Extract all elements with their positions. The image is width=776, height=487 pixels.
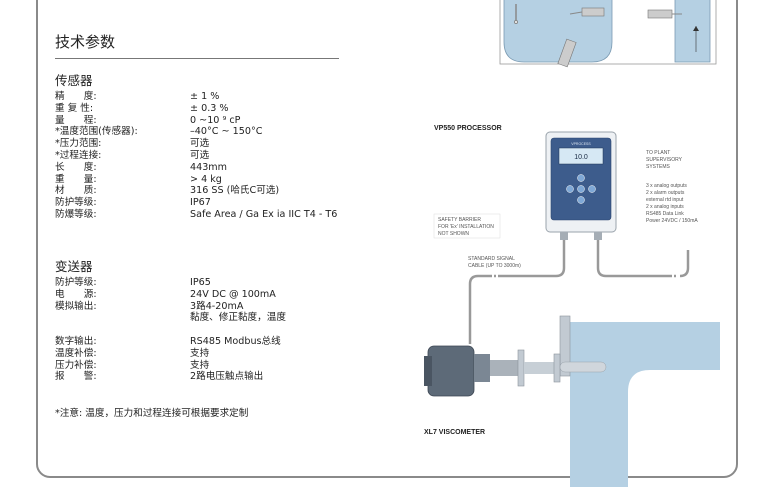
- lcd-screen: [558, 147, 604, 165]
- spec-row: *过程连接: 可选: [55, 150, 337, 162]
- viscometer-label: XL7 VISCOMETER: [424, 429, 485, 436]
- system-diagram: VP550 PROCESSOR VPROCESS 10.0 SAFETY BAR…: [424, 0, 720, 487]
- spec-row: 温度补偿: 支持: [55, 348, 286, 360]
- spec-value: ± 1 %: [190, 91, 220, 102]
- display-value: 10.0: [574, 154, 588, 161]
- spec-value: 2路电压触点输出: [190, 371, 264, 383]
- spec-row: 防护等级: IP65: [55, 277, 286, 289]
- transmitter-spec-list: 防护等级: IP65 电 源: 24V DC @ 100mA 模拟输出: 3路4-20mA…: [55, 277, 286, 383]
- spec-value: IP65: [190, 277, 211, 288]
- title-divider: [55, 58, 339, 59]
- spec-row: 压力补偿: 支持: [55, 360, 286, 372]
- spec-label: *压力范围:: [55, 138, 102, 150]
- spec-label: 精 度:: [55, 91, 97, 102]
- spec-row: 重 量: > 4 kg: [55, 174, 337, 186]
- spec-label: 报 警:: [55, 371, 97, 383]
- io-item-6: Power 24VDC / 150mA: [646, 218, 698, 224]
- spec-value: 黏度、修正黏度，温度: [190, 312, 286, 324]
- spec-row: 黏度、修正黏度，温度: [55, 312, 286, 324]
- footnote: *注意: 温度，压力和过程连接可根据要求定制: [55, 408, 249, 419]
- plant-line-3: SYSTEMS: [646, 164, 671, 170]
- right-button-icon: [588, 185, 596, 193]
- spec-row: [55, 324, 286, 336]
- spec-value: 支持: [190, 347, 210, 359]
- spec-value: 24V DC @ 100mA: [190, 288, 276, 300]
- spec-value: Safe Area / Ga Ex ia IIC T4 - T6: [190, 208, 338, 220]
- spec-value: ± 0.3 %: [190, 102, 229, 114]
- spec-label: *温度范围(传感器):: [55, 126, 138, 138]
- spec-label: 压力补偿:: [55, 359, 97, 371]
- spec-row: 量 程: 0 ~10 ⁹ cP: [55, 115, 337, 127]
- spec-row: 防爆等级: Safe Area / Ga Ex ia IIC T4 - T6: [55, 209, 337, 221]
- spec-value: 可选: [190, 138, 210, 150]
- spec-value: 支持: [190, 359, 210, 371]
- plant-cable: [596, 240, 670, 278]
- spec-label: 防爆等级:: [55, 208, 97, 220]
- spec-label: [55, 324, 190, 336]
- spec-value: > 4 kg: [190, 173, 222, 185]
- spec-row: 数字输出: RS485 Modbus总线: [55, 336, 286, 348]
- spec-value: RS485 Modbus总线: [190, 335, 281, 347]
- spec-label: 材 质:: [55, 185, 97, 197]
- sensor-spec-list: 精 度:± 1 %重 复 性:± 0.3 %量 程:0 ~10 ⁹ cP*温度范…: [55, 91, 337, 221]
- left-button-icon: [566, 185, 574, 193]
- spec-value: 443mm: [190, 161, 228, 173]
- spec-label: 量 程:: [55, 114, 97, 126]
- io-item-5: RS485 Data Link: [646, 211, 684, 217]
- plant-line-2: SUPERVISORY: [646, 157, 683, 163]
- spec-value: 3路4-20mA: [190, 300, 244, 312]
- processor-label: VP550 PROCESSOR: [434, 125, 502, 132]
- cable-line-1: STANDARD SIGNAL: [468, 256, 515, 262]
- process-pipe: [570, 322, 720, 487]
- spec-label: 防护等级:: [55, 197, 97, 209]
- plant-line-1: TO PLANT: [646, 150, 670, 156]
- safety-barrier-note: SAFETY BARRIER FOR 'Ex' INSTALLATION NOT…: [433, 213, 501, 239]
- down-button-icon: [577, 196, 585, 204]
- io-item-4: 2 x analog inputs: [646, 204, 684, 210]
- sensor-heading: 传感器: [55, 73, 93, 88]
- installation-sketch: [499, 0, 717, 68]
- spec-label: 长 度:: [55, 161, 97, 173]
- spec-row: *温度范围(传感器): –40°C ~ 150°C: [55, 126, 337, 138]
- spec-label: 温度补偿:: [55, 347, 97, 359]
- spec-value: IP67: [190, 197, 211, 209]
- spec-value: –40°C ~ 150°C: [190, 126, 263, 138]
- spec-row: 电 源: 24V DC @ 100mA: [55, 289, 286, 301]
- spec-label: 重 复 性:: [55, 102, 94, 114]
- cable-line-2: CABLE (UP TO 3000m): [468, 263, 521, 269]
- barrier-line-1: SAFETY BARRIER: [438, 217, 481, 223]
- barrier-line-2: FOR 'Ex' INSTALLATION: [438, 224, 494, 230]
- signal-cable: [500, 240, 566, 278]
- spec-label: 重 量:: [55, 173, 97, 185]
- plant-systems-text: TO PLANT SUPERVISORY SYSTEMS 3 x analog …: [646, 150, 698, 224]
- spec-label: [55, 312, 190, 324]
- spec-label: 防护等级:: [55, 277, 97, 288]
- up-button-icon: [577, 174, 585, 182]
- barrier-line-3: NOT SHOWN: [438, 231, 469, 237]
- spec-row: 防护等级: IP67: [55, 197, 337, 209]
- processor-unit: VPROCESS 10.0: [545, 131, 617, 240]
- enter-button-icon: [577, 185, 585, 193]
- spec-row: 报 警: 2路电压触点输出: [55, 371, 286, 383]
- spec-row: 材 质: 316 SS (哈氏C可选): [55, 185, 337, 197]
- spec-row: 精 度: ± 1 %: [55, 91, 337, 103]
- spec-label: 电 源:: [55, 288, 97, 300]
- page-title: 技术参数: [55, 33, 116, 51]
- io-item-3: external rtd input: [646, 197, 684, 203]
- io-item-2: 2 x alarm outputs: [646, 190, 685, 196]
- io-item-1: 3 x analog outputs: [646, 183, 687, 189]
- spec-row: 模拟输出: 3路4-20mA: [55, 301, 286, 313]
- screen-brand: VPROCESS: [571, 142, 591, 146]
- viscometer-unit: [424, 345, 607, 397]
- spec-label: *过程连接:: [55, 149, 102, 161]
- spec-row: *压力范围: 可选: [55, 138, 337, 150]
- spec-label: 模拟输出:: [55, 300, 97, 312]
- spec-value: 316 SS (哈氏C可选): [190, 185, 280, 197]
- spec-value: 可选: [190, 149, 210, 161]
- transmitter-heading: 变送器: [55, 259, 93, 274]
- spec-row: 重 复 性: ± 0.3 %: [55, 103, 337, 115]
- spec-label: 数字输出:: [55, 335, 97, 347]
- spec-value: 0 ~10 ⁹ cP: [190, 114, 241, 126]
- spec-row: 长 度: 443mm: [55, 162, 337, 174]
